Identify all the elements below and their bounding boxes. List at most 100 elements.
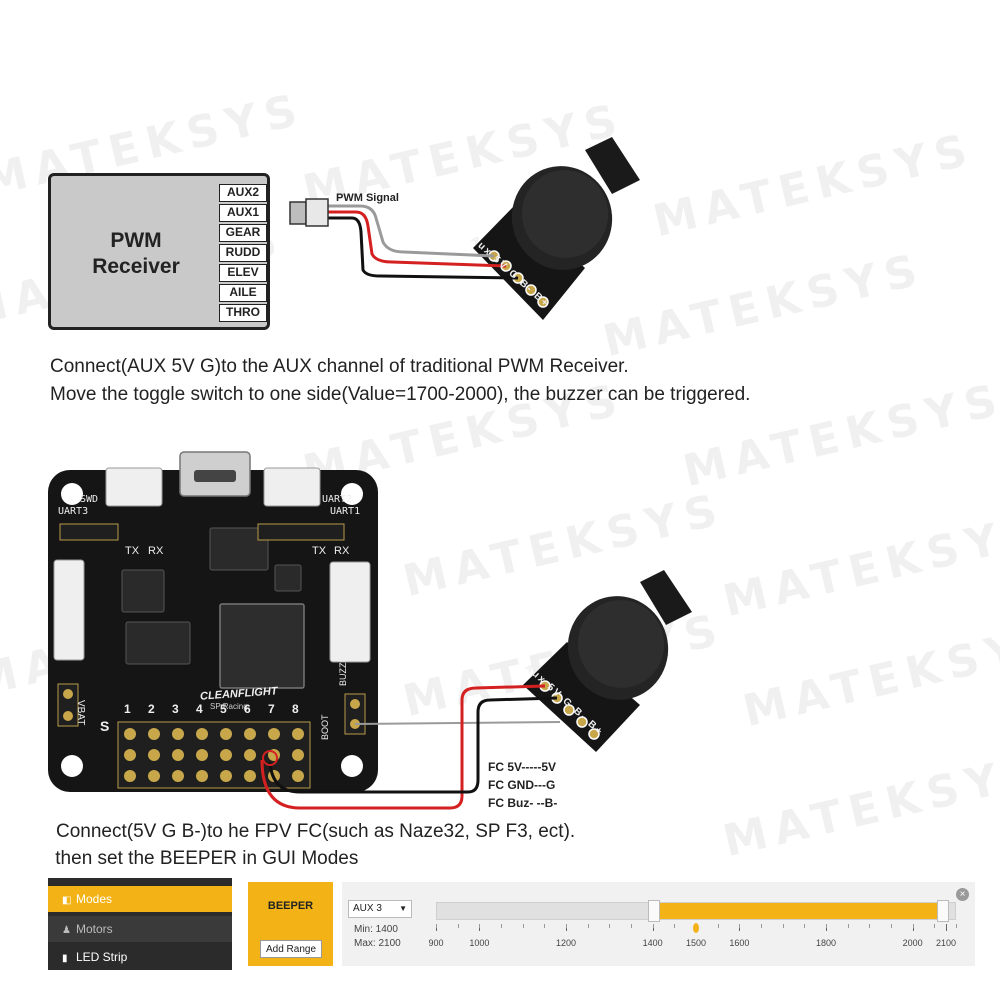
servo-number: 6 [244,702,251,716]
channel-label: ELEV [219,264,267,282]
servo-pin [124,749,136,761]
servo-number: 8 [292,702,299,716]
caption-line: then set the BEEPER in GUI Modes [50,848,359,869]
servo-pin [292,728,304,740]
servo-pin [220,749,232,761]
swd-label: SWD [80,494,99,505]
tick-mark-minor [782,924,784,928]
tick-mark-minor [674,924,676,928]
tick-mark-minor [587,924,589,928]
servo-pin [196,770,208,782]
add-range-button[interactable]: Add Range [260,940,322,958]
tick-mark-minor [544,924,546,928]
caption-line: Move the toggle switch to one side(Value… [50,384,751,405]
servo-pin [124,770,136,782]
tick-mark-minor [739,924,741,928]
servo-number: 5 [220,702,227,716]
rx-label: RX [334,545,350,557]
tick-label: 1400 [642,938,663,948]
range-max-label: Max: 2100 [354,938,401,949]
tx-label: TX [312,545,327,557]
range-handle-min[interactable] [647,900,660,922]
servo-pin [172,728,184,740]
tick-mark [946,924,947,931]
buzzer-module-top [473,137,640,320]
tick-mark-minor [891,924,892,928]
toggle-icon: ◧ [62,895,72,906]
gui-sidebar: ◧Modes ♟Motors ▮LED Strip [48,878,232,970]
tick-label: 2100 [935,938,957,948]
tick-mark-minor [826,924,827,928]
servo-pin [220,728,232,740]
tick-mark-minor [436,924,437,928]
sidebar-item-modes[interactable]: ◧Modes [48,886,232,912]
servo-pin [172,770,184,782]
range-slider[interactable] [436,900,956,922]
tick-mark-minor [847,924,849,928]
sidebar-item-led-strip[interactable]: ▮LED Strip [48,944,232,970]
servo-pin [268,728,280,740]
channel-label: AUX1 [219,204,267,222]
tick-label: 2000 [902,938,923,948]
channel-label: THRO [219,304,267,322]
tick-mark-minor [566,924,567,928]
servo-pin [148,728,160,740]
tick-mark-minor [457,924,459,928]
range-fill [653,903,943,919]
tick-mark-minor [934,924,936,928]
model-label: SP Racing [210,702,248,711]
servo-pin [244,728,256,740]
close-icon[interactable]: × [956,888,969,901]
signal-row-label: S [100,718,110,734]
servo-pin [244,770,256,782]
current-value-marker [693,923,699,933]
tick-label: 1500 [685,938,707,948]
servo-pin [196,728,208,740]
tick-mark-minor [522,924,524,928]
tick-label: 900 [428,938,444,948]
servo-pin [292,749,304,761]
tick-mark-minor [912,924,914,928]
servo-pin [124,728,136,740]
servo-pin [220,770,232,782]
channel-label: AUX2 [219,184,267,202]
tick-mark-minor [869,924,871,928]
mode-name: BEEPER [267,900,314,912]
servo-pin [244,749,256,761]
servo-number: 3 [172,702,179,716]
aux-channel-select[interactable]: AUX 3▼ [348,900,412,918]
channel-label: RUDD [219,244,267,262]
tick-mark-minor [501,924,502,928]
pwm-signal-label: PWM Signal [336,192,399,204]
servo-number: 1 [124,702,131,716]
tick-label: 1200 [555,938,577,948]
mode-card-beeper: BEEPER Add Range [248,882,333,966]
vbat-label: VBAT [75,700,86,726]
sidebar-item-motors[interactable]: ♟Motors [48,916,232,942]
mcu-chip [219,603,305,689]
gui-modes-panel: ◧Modes ♟Motors ▮LED Strip BEEPER Add Ran… [48,878,975,970]
servo-pin [196,749,208,761]
led-icon: ▮ [62,953,68,964]
tick-mark-minor [717,924,719,928]
uart1-label: UART1 [330,506,361,517]
range-handle-max[interactable] [937,900,949,922]
dropdown-arrow-icon: ▼ [399,904,407,913]
tx-label: TX [125,545,140,557]
tick-mark-minor [761,924,762,928]
caption-line: Connect(5V G B-)to he FPV FC(such as Naz… [56,821,576,842]
tick-mark-minor [652,924,654,928]
tick-label: 1800 [815,938,837,948]
boot-label: BOOT [320,714,330,740]
servo-pin [148,770,160,782]
tick-mark-minor [609,924,611,928]
tick-mark-minor [956,924,957,928]
buzzer-module-bottom [523,570,692,752]
servo-number: 2 [148,702,155,716]
servo-number: 4 [196,702,203,716]
rx-label: RX [148,545,164,557]
range-min-label: Min: 1400 [354,924,398,935]
